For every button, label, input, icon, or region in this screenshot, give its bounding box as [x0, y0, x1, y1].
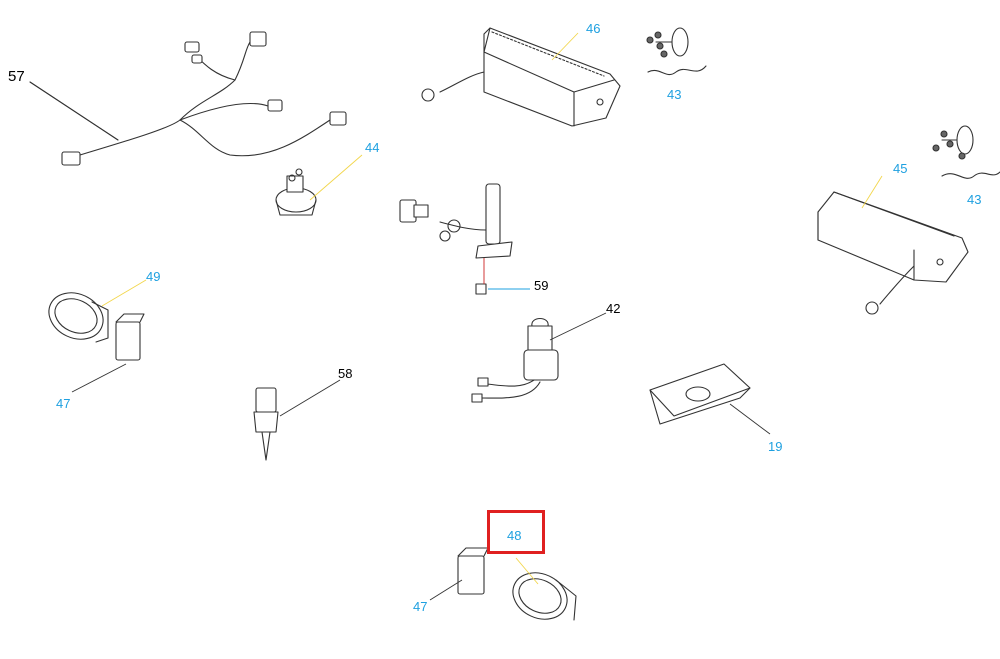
wiring-harness-57[interactable] — [29, 31, 347, 166]
light-bar-45[interactable] — [817, 191, 969, 315]
light-bar-46[interactable] — [421, 27, 621, 127]
callout-57[interactable]: 57 — [8, 68, 25, 85]
callout-44[interactable]: 44 — [365, 140, 380, 155]
callout-47-bottom[interactable]: 47 — [413, 599, 428, 614]
bracket-19[interactable] — [649, 363, 751, 425]
callout-19[interactable]: 19 — [768, 439, 783, 454]
sensor-with-wires-42[interactable] — [471, 317, 559, 403]
speed-sensor-59[interactable] — [399, 183, 513, 295]
callout-45[interactable]: 45 — [893, 161, 908, 176]
switch-58[interactable] — [253, 387, 279, 461]
callout-43-right[interactable]: 43 — [967, 192, 982, 207]
fastener-set-43-right[interactable] — [932, 125, 1000, 179]
work-lamp-49[interactable] — [41, 284, 145, 361]
callout-48[interactable]: 48 — [507, 528, 522, 543]
callout-59[interactable]: 59 — [534, 278, 549, 293]
fastener-set-43-top[interactable] — [646, 27, 707, 76]
pressure-sensor-44[interactable] — [275, 168, 317, 216]
callout-43-top[interactable]: 43 — [667, 87, 682, 102]
part-48-highlight-box — [487, 510, 545, 554]
callout-46[interactable]: 46 — [586, 21, 601, 36]
callout-47-top[interactable]: 47 — [56, 396, 71, 411]
callout-42[interactable]: 42 — [606, 301, 621, 316]
callout-49[interactable]: 49 — [146, 269, 161, 284]
callout-58[interactable]: 58 — [338, 366, 353, 381]
work-lamp-48[interactable] — [457, 547, 577, 628]
